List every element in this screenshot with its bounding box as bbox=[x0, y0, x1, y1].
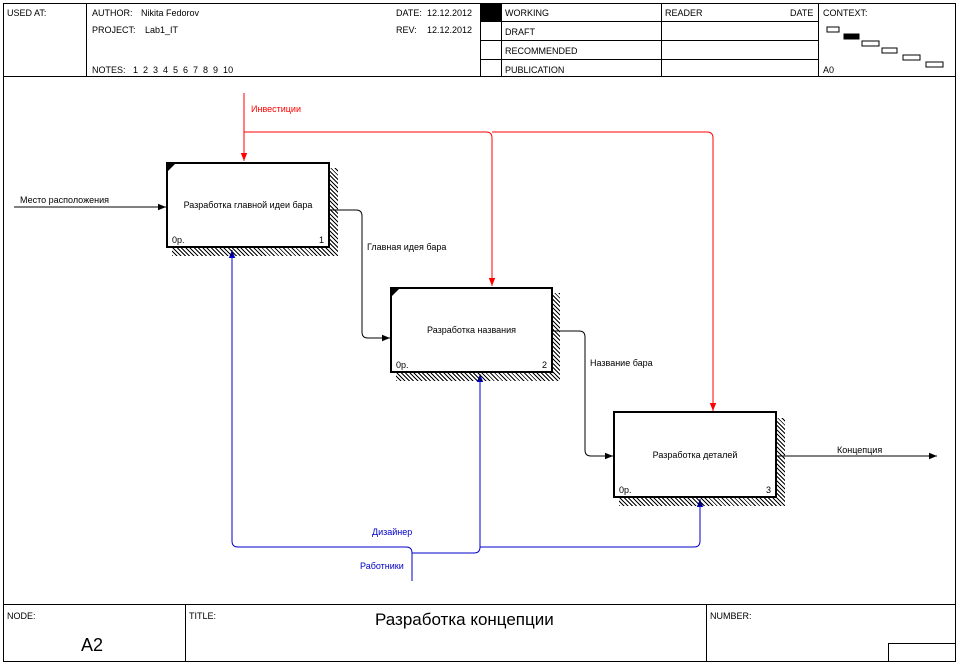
label-output-concept: Концепция bbox=[837, 445, 883, 455]
status-working-marker bbox=[481, 4, 501, 21]
status-row-divider bbox=[480, 40, 819, 41]
label-output-name: Название бара bbox=[590, 358, 653, 368]
title-label: TITLE: bbox=[189, 611, 217, 621]
label-input-location: Место расположения bbox=[20, 195, 109, 205]
notes-label: NOTES: bbox=[92, 65, 126, 75]
rev-label: REV: bbox=[396, 25, 417, 35]
context-label: CONTEXT: bbox=[823, 8, 868, 18]
project-value: Lab1_IT bbox=[145, 25, 179, 35]
used-at-label: USED AT: bbox=[7, 8, 47, 18]
author-label: AUTHOR: bbox=[92, 8, 133, 18]
label-mechanism-designer: Дизайнер bbox=[372, 527, 413, 537]
date-value: 12.12.2012 bbox=[427, 8, 473, 18]
reader-label: READER bbox=[665, 8, 703, 18]
number-label: NUMBER: bbox=[710, 611, 752, 621]
status-draft: DRAFT bbox=[505, 27, 535, 37]
status-recommended: RECOMMENDED bbox=[505, 46, 578, 56]
author-value: Nikita Fedorov bbox=[141, 8, 200, 18]
activity-box-number: 1 bbox=[318, 235, 324, 245]
activity-box-1[interactable]: Разработка главной идеи бара 0р. 1 bbox=[166, 162, 330, 248]
activity-box-title: Разработка главной идеи бара bbox=[183, 200, 313, 210]
activity-box-title: Разработка названия bbox=[426, 325, 517, 335]
label-output-main-idea: Главная идея бара bbox=[367, 242, 447, 252]
reader-date-label: DATE bbox=[790, 8, 814, 18]
status-working: WORKING bbox=[505, 8, 549, 18]
context-cell bbox=[818, 3, 956, 77]
activity-box-cost: 0р. bbox=[396, 360, 409, 370]
box-corner-marker bbox=[168, 164, 175, 171]
node-label: NODE: bbox=[7, 611, 36, 621]
activity-box-number: 2 bbox=[541, 360, 547, 370]
node-value: A2 bbox=[81, 635, 104, 655]
context-node: A0 bbox=[823, 65, 835, 75]
activity-box-number: 3 bbox=[765, 485, 771, 495]
number-value-box bbox=[888, 643, 956, 662]
status-row-divider bbox=[480, 21, 819, 22]
context-thumbnail bbox=[826, 26, 944, 68]
activity-box-2[interactable]: Разработка названия 0р. 2 bbox=[390, 287, 553, 373]
label-mechanism-workers: Работники bbox=[360, 561, 404, 571]
rev-value: 12.12.2012 bbox=[427, 25, 473, 35]
activity-box-cost: 0р. bbox=[172, 235, 185, 245]
box-corner-marker bbox=[392, 289, 399, 296]
project-label: PROJECT: bbox=[92, 25, 136, 35]
output-arrow-name bbox=[552, 330, 613, 460]
activity-box-3[interactable]: Разработка деталей 0р. 3 bbox=[613, 411, 777, 498]
date-label: DATE: bbox=[396, 8, 422, 18]
status-row-divider bbox=[480, 59, 819, 60]
diagram-title: Разработка концепции bbox=[375, 610, 554, 629]
control-arrow-investments bbox=[240, 93, 717, 411]
activity-box-title: Разработка деталей bbox=[652, 449, 738, 460]
activity-box-cost: 0р. bbox=[619, 485, 632, 495]
mechanism-arrows bbox=[228, 250, 704, 581]
footer-number-cell bbox=[706, 604, 956, 662]
output-arrow-main-idea bbox=[329, 209, 390, 342]
status-publication: PUBLICATION bbox=[505, 65, 565, 75]
notes-values: 1 2 3 4 5 6 7 8 9 10 bbox=[133, 65, 234, 75]
label-control-investments: Инвестиции bbox=[251, 104, 301, 114]
